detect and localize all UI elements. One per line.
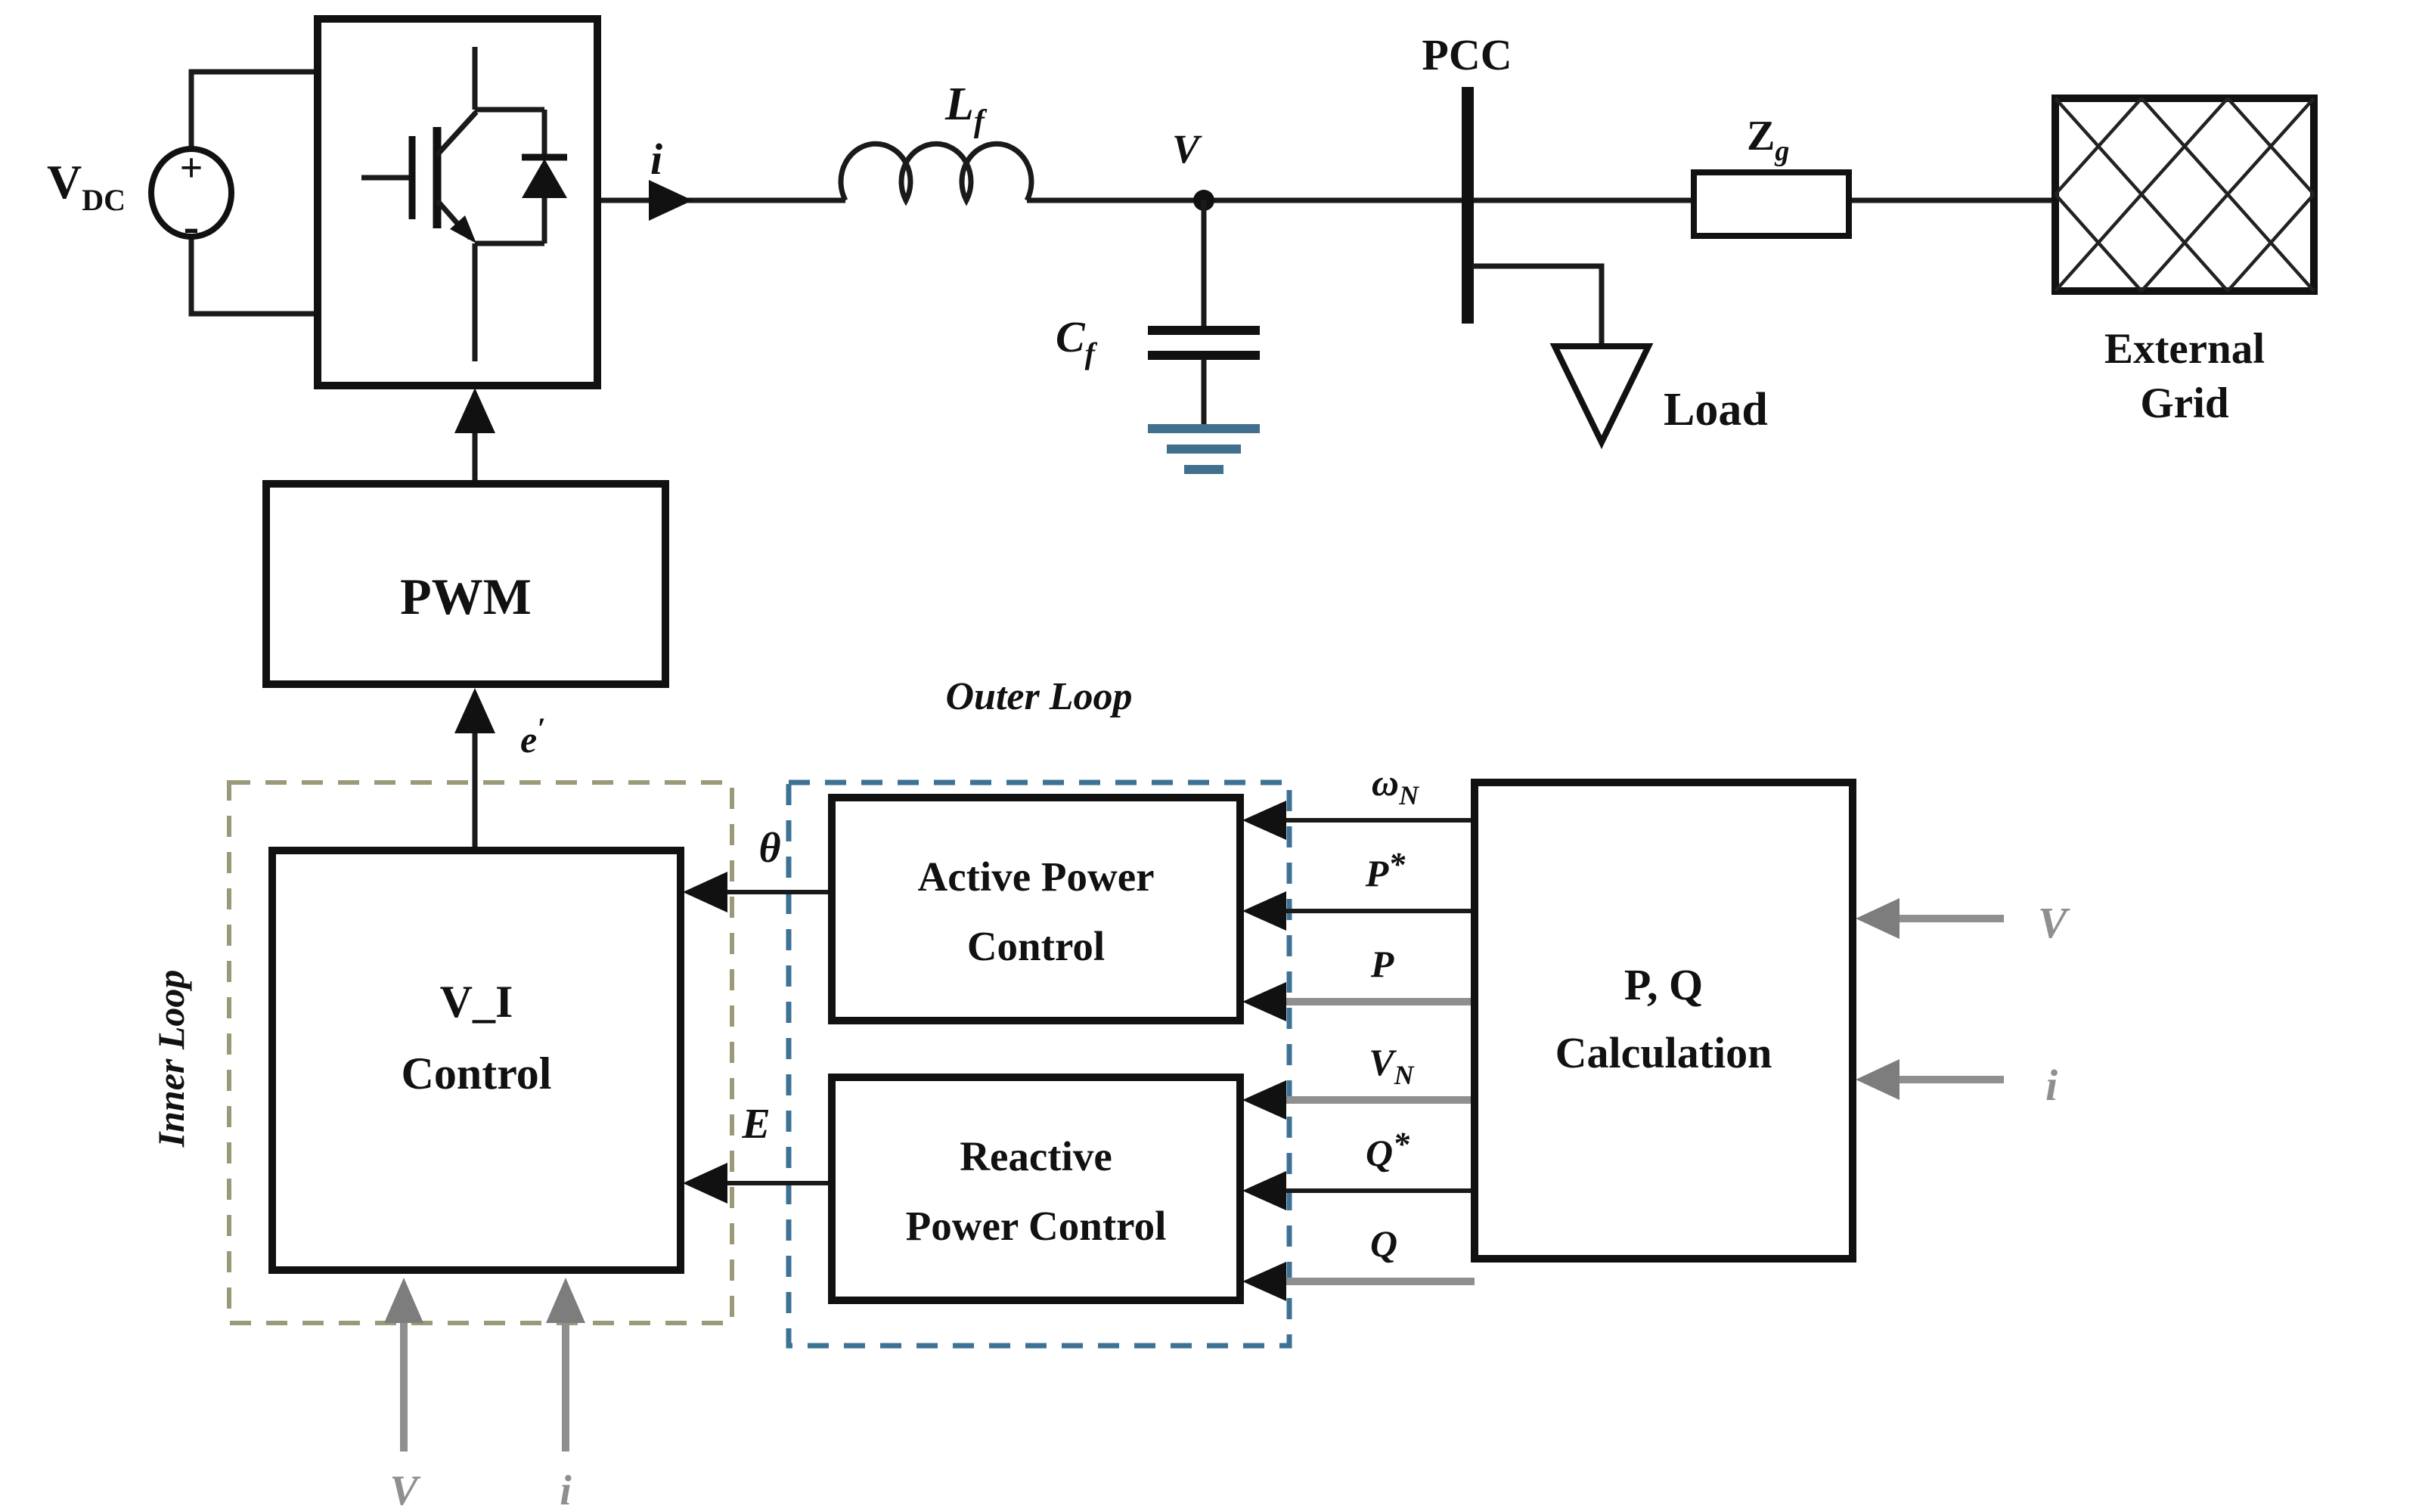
dc-wire-top xyxy=(188,69,318,149)
pq-calculation-box xyxy=(1471,779,1856,1263)
pq-label-line2: Calculation xyxy=(1555,1028,1772,1077)
arrow-pstar-icon xyxy=(1242,891,1286,931)
igbt-symbol-icon xyxy=(361,47,567,361)
e-arrow-icon xyxy=(683,1163,727,1204)
dc-wire-bottom xyxy=(188,237,318,317)
source-minus: - xyxy=(184,201,200,253)
capacitor-label: Cf xyxy=(1056,312,1098,370)
inverter-box xyxy=(314,15,601,389)
inverter-block xyxy=(314,15,601,389)
pq-calculation-group xyxy=(1242,779,2004,1301)
vi-input-i-arrow-icon xyxy=(546,1278,585,1323)
active-power-label-line2: Control xyxy=(967,923,1105,969)
vi-to-pwm-arrow-icon xyxy=(454,688,495,733)
inner-loop-title: Inner Loop xyxy=(150,970,192,1148)
dc-source-wires xyxy=(188,69,318,317)
vi-input-v-label: V xyxy=(389,1467,421,1512)
dc-voltage-source: + - VDC xyxy=(47,145,234,253)
inductor-coil-icon xyxy=(838,141,1034,206)
vi-input-i-label: i xyxy=(560,1467,572,1512)
pwm-box xyxy=(262,480,669,688)
source-circle xyxy=(148,146,234,240)
load-label: Load xyxy=(1664,384,1768,435)
arrow-vn-icon xyxy=(1242,1080,1286,1120)
pcc-label: PCC xyxy=(1422,30,1512,79)
e-prime-label: e′ xyxy=(520,711,545,761)
reactive-power-label-line1: Reactive xyxy=(960,1133,1112,1179)
signal-label-wn: ωN xyxy=(1372,761,1420,810)
arrow-q-icon xyxy=(1242,1262,1286,1301)
signal-label-vn: VN xyxy=(1369,1041,1415,1090)
signal-label-q: Q xyxy=(1370,1222,1397,1265)
outer-loop-title: Outer Loop xyxy=(946,675,1133,718)
grid-impedance-box xyxy=(1691,169,1852,239)
reactive-power-box xyxy=(828,1074,1244,1304)
load-triangle-icon xyxy=(1549,343,1654,450)
signal-label-p: P xyxy=(1370,943,1394,985)
arrow-qstar-icon xyxy=(1242,1171,1286,1210)
pq-input-v-arrow-icon xyxy=(1856,898,1900,939)
pq-input-i-arrow-icon xyxy=(1856,1059,1900,1100)
arrow-wn-icon xyxy=(1242,801,1286,840)
current-label: i xyxy=(650,135,662,184)
external-grid-block xyxy=(2051,94,2318,295)
inner-loop-dashed-box xyxy=(227,780,734,1325)
outer-loop-group xyxy=(683,779,1292,1349)
current-arrow-icon xyxy=(649,180,693,221)
vi-control-label-line2: Control xyxy=(402,1049,552,1098)
pwm-chain xyxy=(262,388,669,850)
inductor-label: Lf xyxy=(944,79,988,139)
external-grid-label-line2: Grid xyxy=(2140,380,2228,427)
reactive-power-label-line2: Power Control xyxy=(906,1203,1167,1249)
pq-label-line1: P, Q xyxy=(1624,960,1703,1009)
ground-icon xyxy=(1148,424,1260,474)
node-voltage-label: V xyxy=(1172,126,1202,172)
signal-label-pstar: P* xyxy=(1365,846,1406,894)
vi-control-box xyxy=(268,847,684,1274)
outer-loop-dashed-box xyxy=(786,779,1292,1349)
inner-loop-group xyxy=(227,780,734,1452)
load-branch-wire xyxy=(1472,263,1605,346)
vi-input-lines xyxy=(400,1321,569,1452)
active-power-label-line1: Active Power xyxy=(917,854,1154,900)
external-grid-box xyxy=(2051,94,2318,295)
capacitor-branch xyxy=(1148,200,1260,474)
pwm-to-inverter-arrow-icon xyxy=(454,388,495,433)
source-plus: + xyxy=(180,145,203,191)
pq-input-v-label: V xyxy=(2038,898,2070,947)
theta-label: θ xyxy=(758,825,780,872)
vi-input-v-arrow-icon xyxy=(384,1278,423,1323)
vi-control-label-line1: V_I xyxy=(440,977,513,1027)
impedance-label: Zg xyxy=(1747,113,1789,167)
grid-lattice-icon xyxy=(2054,97,2315,293)
theta-arrow-icon xyxy=(683,872,727,912)
pwm-label: PWM xyxy=(400,568,532,625)
active-power-box xyxy=(828,794,1244,1024)
e-amplitude-label: E xyxy=(741,1101,770,1148)
external-grid-label-line1: External xyxy=(2104,325,2265,373)
signal-label-qstar: Q* xyxy=(1366,1126,1410,1174)
pq-input-i-label: i xyxy=(2045,1061,2058,1110)
vdc-label: VDC xyxy=(47,155,126,217)
arrow-p-icon xyxy=(1242,982,1286,1021)
